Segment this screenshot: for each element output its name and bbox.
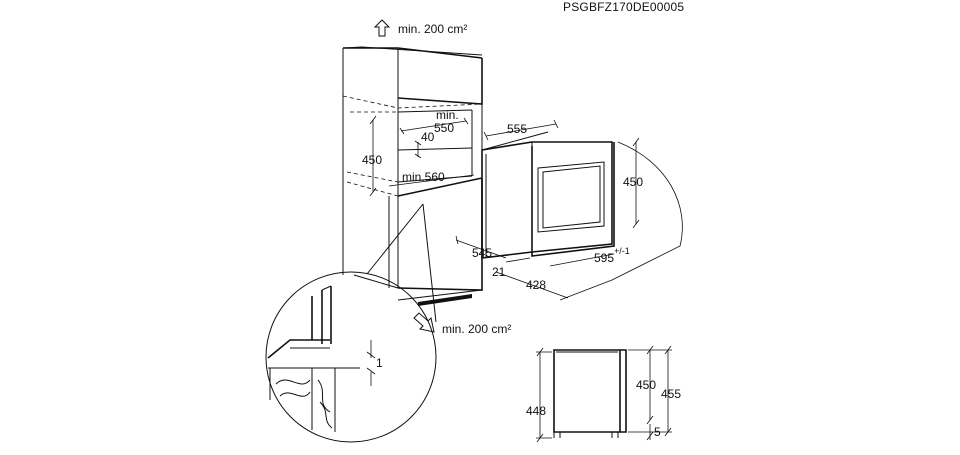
- side-448-label: 448: [526, 404, 546, 418]
- vent-top: min. 200 cm²: [373, 19, 467, 37]
- oven-height-label: 450: [623, 175, 643, 189]
- front-offset-label: 21: [492, 265, 506, 279]
- niche-dimensions: 450 min. 550 40 min.560: [362, 108, 475, 197]
- niche-width-value-label: 550: [434, 121, 454, 135]
- oven-dimensions: 555 450 545 21 595 +/-1 428: [455, 119, 683, 301]
- oven-depth-side-label: 595: [594, 251, 614, 265]
- oven-width-label: 555: [507, 122, 527, 136]
- niche-height-label: 450: [362, 153, 382, 167]
- vent-bottom-label: min. 200 cm²: [442, 322, 511, 336]
- vent-bottom: min. 200 cm²: [413, 312, 511, 336]
- oven: [481, 131, 615, 259]
- oven-depth-front-label: 545: [472, 246, 492, 260]
- detail-gap-label: 1: [376, 356, 383, 370]
- side-5-label: 5: [654, 425, 661, 439]
- reference-code: PSGBFZ170DE00005: [563, 0, 684, 14]
- detail-circle: 1: [265, 203, 437, 443]
- side-450-label: 450: [636, 378, 656, 392]
- vent-top-label: min. 200 cm²: [398, 22, 467, 36]
- side-view: 448 450 455 5: [526, 345, 681, 443]
- arrow-up-outline-icon: [373, 19, 391, 37]
- oven-depth-side-tol: +/-1: [614, 246, 630, 256]
- niche-depth-label: min.560: [402, 170, 445, 184]
- niche-gap-label: 40: [421, 130, 435, 144]
- depth-428-label: 428: [526, 278, 546, 292]
- side-455-label: 455: [661, 387, 681, 401]
- arrow-down-left-outline-icon: [413, 312, 435, 333]
- niche-width-min-label: min.: [436, 108, 459, 122]
